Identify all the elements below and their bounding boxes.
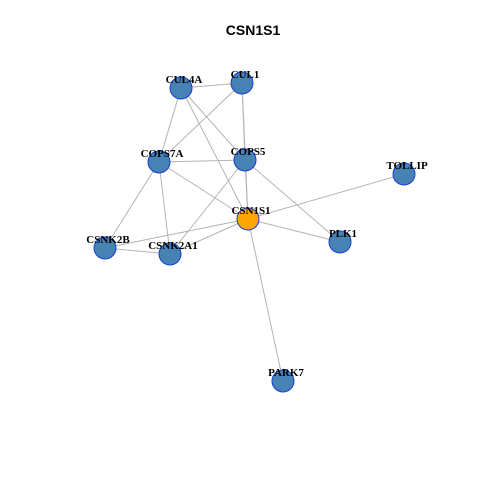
edge-csn1s1-park7	[247, 218, 284, 382]
edge-cops5-csnk2a1	[169, 159, 246, 255]
edge-csn1s1-csnk2a1	[169, 218, 249, 255]
edge-csn1s1-csnk2b	[104, 218, 249, 249]
node-label-tollip: TOLLIP	[386, 160, 428, 172]
node-csn1s1[interactable]	[236, 207, 260, 231]
edge-cops5-plk1	[244, 159, 341, 243]
node-label-csnk2b: CSNK2B	[86, 234, 130, 246]
edge-cul4a-cops5	[180, 87, 246, 161]
node-csnk2b[interactable]	[93, 236, 117, 260]
node-csnk2a1[interactable]	[158, 242, 182, 266]
node-label-cul4a: CUL4A	[166, 74, 203, 86]
diagram-title: CSN1S1	[226, 22, 281, 38]
edge-cops7a-csnk2b	[104, 161, 160, 249]
edge-cops7a-cops5	[158, 159, 246, 163]
edge-cul4a-csn1s1	[180, 87, 249, 220]
node-cops5[interactable]	[233, 148, 257, 172]
node-plk1[interactable]	[328, 230, 352, 254]
node-cul4a[interactable]	[169, 76, 193, 100]
edge-csn1s1-plk1	[247, 218, 341, 243]
node-park7[interactable]	[271, 369, 295, 393]
node-label-csn1s1: CSN1S1	[231, 205, 270, 217]
node-label-park7: PARK7	[268, 367, 304, 379]
node-label-csnk2a1: CSNK2A1	[148, 240, 198, 252]
node-cul1[interactable]	[230, 71, 254, 95]
edge-layer	[104, 82, 405, 382]
node-layer	[93, 71, 416, 393]
node-label-cops5: COPS5	[231, 146, 266, 158]
edge-cul4a-cops7a	[158, 87, 182, 163]
edge-cul1-cops7a	[158, 82, 243, 163]
edge-cops7a-csnk2a1	[158, 161, 171, 255]
node-label-plk1: PLK1	[329, 228, 357, 240]
node-tollip[interactable]	[392, 162, 416, 186]
node-cops7a[interactable]	[147, 150, 171, 174]
node-label-cops7a: COPS7A	[141, 148, 184, 160]
edge-csn1s1-tollip	[247, 173, 405, 220]
node-label-cul1: CUL1	[231, 69, 260, 81]
edge-cops7a-csn1s1	[158, 161, 249, 220]
